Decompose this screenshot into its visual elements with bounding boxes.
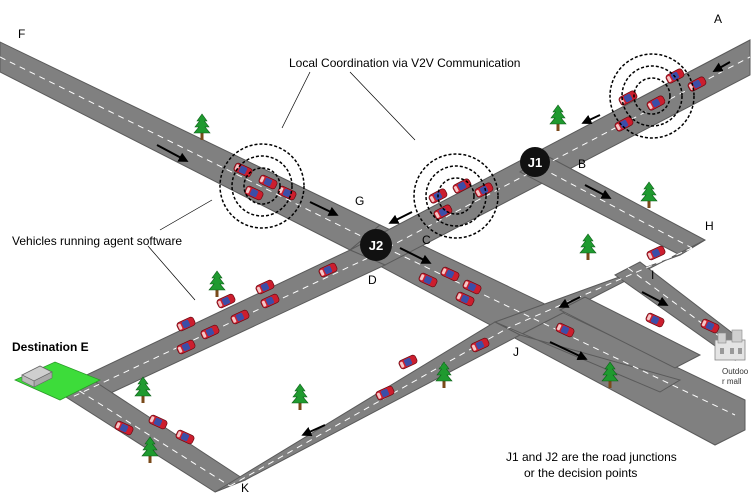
outdoor-mall-line1: Outdoo [722,367,749,376]
callout-lines [147,71,416,301]
footer-line1: J1 and J2 are the road junctions [506,450,677,464]
arrow-icon [399,247,432,264]
label-k: K [241,481,249,495]
label-i: I [651,268,654,282]
label-c: C [422,233,431,247]
tree-icon [549,104,567,132]
direction-arrows [156,61,731,437]
outdoor-mall-line2: r mall [722,377,742,386]
lane-markings [0,56,751,487]
arrow-icon [388,211,413,224]
v2v-ring-group-right [609,53,695,139]
junction-j2-label: J2 [369,238,383,253]
node-labels: A B C D F G H I J K [18,12,722,495]
label-b: B [578,157,586,171]
footer-line2: or the decision points [524,466,637,480]
arrow-icon [301,424,326,437]
junction-j1: J1 [520,147,550,177]
arrow-icon [549,341,588,360]
label-f: F [18,27,25,41]
label-h: H [705,219,714,233]
road-e-k [53,374,247,493]
label-a: A [714,12,722,26]
tree-icon [208,270,226,298]
outdoor-mall-building-icon [714,329,746,361]
road-mall-connector [558,296,702,369]
arrow-icon [641,291,669,306]
road-layer [0,39,751,493]
label-g: G [355,194,364,208]
v2v-ring-group-left [219,143,305,229]
label-j: J [513,345,519,359]
car-icon [645,244,667,262]
arrow-icon [581,114,601,124]
arrow-icon [156,144,189,162]
tree-icon [291,383,309,411]
junction-j2: J2 [360,229,392,261]
tree-icon [579,233,597,261]
agent-caption: Vehicles running agent software [12,234,182,248]
destination-caption: Destination E [12,340,89,354]
arrow-icon [558,296,581,308]
car-icon [397,353,419,371]
tree-icon [640,181,658,209]
junction-j1-label: J1 [528,155,542,170]
arrow-icon [712,61,731,72]
arrow-icon [309,201,339,216]
label-d: D [368,273,377,287]
v2v-caption: Local Coordination via V2V Communication [289,56,520,70]
destination-e-site [14,361,101,401]
road-f-g [0,41,381,251]
arrow-icon [584,184,612,199]
road-b-h [519,154,707,256]
road-d-j [349,224,746,446]
v2v-rings [219,53,695,239]
road-c-a [348,39,751,266]
v2v-ring-group-middle [413,153,499,239]
car-icon [644,311,666,329]
